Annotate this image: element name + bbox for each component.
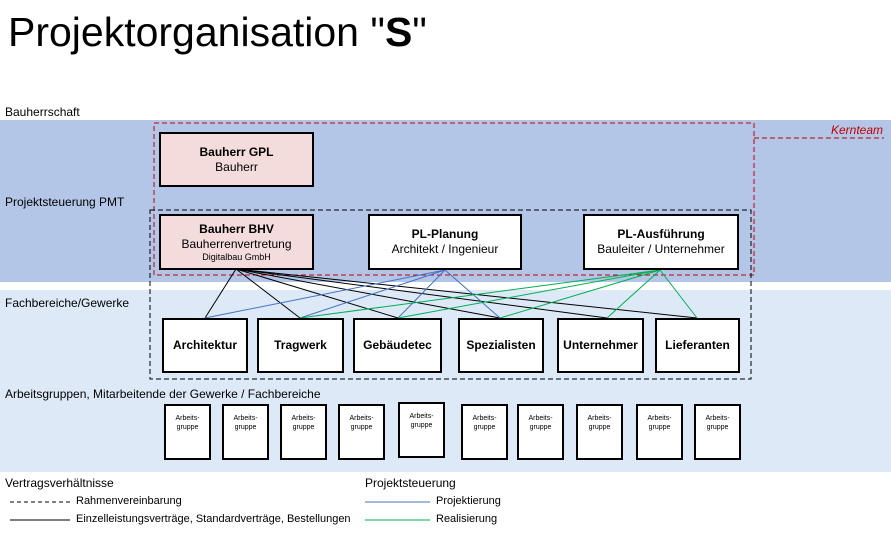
section-label-fachbereiche: Fachbereiche/Gewerke <box>5 296 130 310</box>
arbeitsgruppe-box: Arbeits- gruppe <box>338 404 385 460</box>
arbeitsgruppe-box: Arbeits- gruppe <box>576 404 623 460</box>
fachbereich-label: Gebäudetec <box>363 338 432 352</box>
box-pl-planung: PL-Planung Architekt / Ingenieur <box>368 214 522 270</box>
legend-vertrag-title: Vertragsverhältnisse <box>5 476 114 490</box>
arbeitsgruppe-box: Arbeits- gruppe <box>694 404 741 460</box>
fachbereich-label: Architektur <box>172 338 237 352</box>
arbeitsgruppe-box: Arbeits- gruppe <box>164 404 211 460</box>
box-bauherr-gpl-subtitle: Bauherr <box>215 159 258 174</box>
arbeitsgruppe-box: Arbeits- gruppe <box>280 404 327 460</box>
title-bold: S <box>384 9 413 55</box>
fachbereich-label: Lieferanten <box>665 338 730 352</box>
legend-realisierung: Realisierung <box>436 513 498 525</box>
arbeitsgruppe-box: Arbeits- gruppe <box>398 402 445 458</box>
box-pl-ausfuehrung: PL-Ausführung Bauleiter / Unternehmer <box>583 214 739 270</box>
legend-einzel: Einzelleistungsverträge, Standardverträg… <box>76 513 351 525</box>
fachbereich-box: Gebäudetec <box>353 318 442 373</box>
fachbereich-label: Spezialisten <box>466 338 536 352</box>
title-prefix: Projektorganisation " <box>8 9 385 55</box>
band-fachbereiche <box>0 290 891 472</box>
fachbereich-box: Tragwerk <box>257 318 344 373</box>
box-bauherr-bhv: Bauherr BHV Bauherrenvertretung Digitalb… <box>159 214 314 270</box>
fachbereich-box: Spezialisten <box>458 318 544 373</box>
arbeitsgruppe-box: Arbeits- gruppe <box>517 404 564 460</box>
page-title: Projektorganisation "S" <box>8 6 427 58</box>
fachbereich-label: Unternehmer <box>563 338 638 352</box>
section-label-projektsteuerung: Projektsteuerung PMT <box>5 195 125 209</box>
box-bauherr-bhv-title: Bauherr BHV <box>199 221 274 236</box>
box-bauherr-gpl: Bauherr GPL Bauherr <box>159 132 314 187</box>
fachbereich-box: Lieferanten <box>655 318 740 373</box>
arbeitsgruppe-box: Arbeits- gruppe <box>222 404 269 460</box>
fachbereich-box: Unternehmer <box>557 318 644 373</box>
legend-rahmen: Rahmenvereinbarung <box>76 495 182 507</box>
fachbereich-label: Tragwerk <box>274 338 327 352</box>
box-bauherr-bhv-subtitle: Bauherrenvertretung <box>181 236 292 251</box>
box-pl-planung-title: PL-Planung <box>411 227 479 241</box>
section-label-bauherrschaft: Bauherrschaft <box>5 105 80 119</box>
legend-steuerung-title: Projektsteuerung <box>365 476 456 490</box>
arbeitsgruppe-box: Arbeits- gruppe <box>636 404 683 460</box>
arbeitsgruppe-box: Arbeits- gruppe <box>461 404 508 460</box>
title-suffix: " <box>412 9 427 55</box>
section-label-arbeitsgruppen: Arbeitsgruppen, Mitarbeitende der Gewerk… <box>5 387 321 401</box>
fachbereich-box: Architektur <box>162 318 248 373</box>
box-pl-planung-subtitle: Architekt / Ingenieur <box>391 242 499 256</box>
box-pl-ausfuehrung-subtitle: Bauleiter / Unternehmer <box>597 242 725 256</box>
box-bauherr-gpl-title: Bauherr GPL <box>199 144 274 159</box>
box-bauherr-bhv-company: Digitalbau GmbH <box>202 251 271 262</box>
legend-projektierung: Projektierung <box>436 495 501 507</box>
kernteam-label: Kernteam <box>830 123 883 137</box>
box-pl-ausfuehrung-title: PL-Ausführung <box>617 227 705 241</box>
